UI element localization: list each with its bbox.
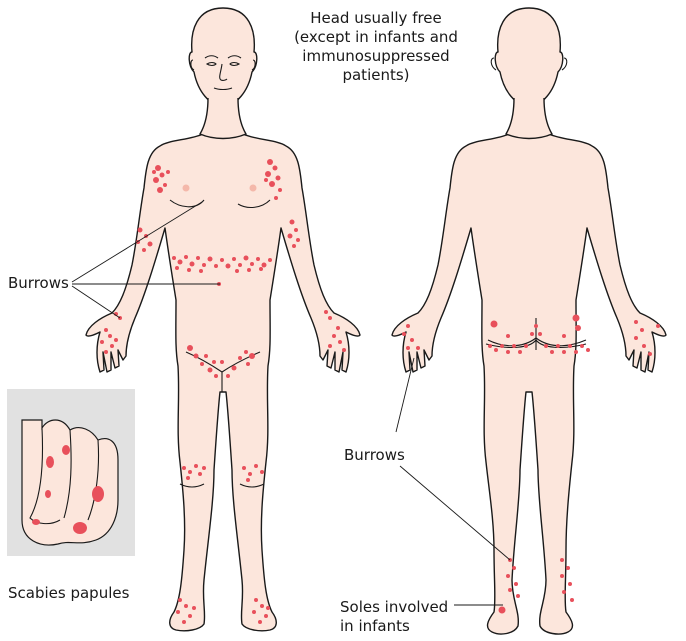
head-note-line-1: Head usually free — [276, 9, 476, 28]
head-note-line-3: immunosuppressed — [276, 47, 476, 66]
burrows-label-back: Burrows — [344, 446, 405, 465]
back-head — [495, 8, 563, 106]
head-note-line-2: (except in infants and — [276, 28, 476, 47]
front-head — [189, 8, 257, 106]
soles-label-line-2: in infants — [340, 617, 410, 636]
scabies-papules-label: Scabies papules — [8, 584, 129, 603]
scabies-papules-inset — [7, 389, 135, 556]
back-body-figure — [392, 120, 666, 634]
head-note-line-4: patients) — [276, 66, 476, 85]
burrows-label-front: Burrows — [8, 274, 69, 293]
soles-label-line-1: Soles involved — [340, 598, 448, 617]
